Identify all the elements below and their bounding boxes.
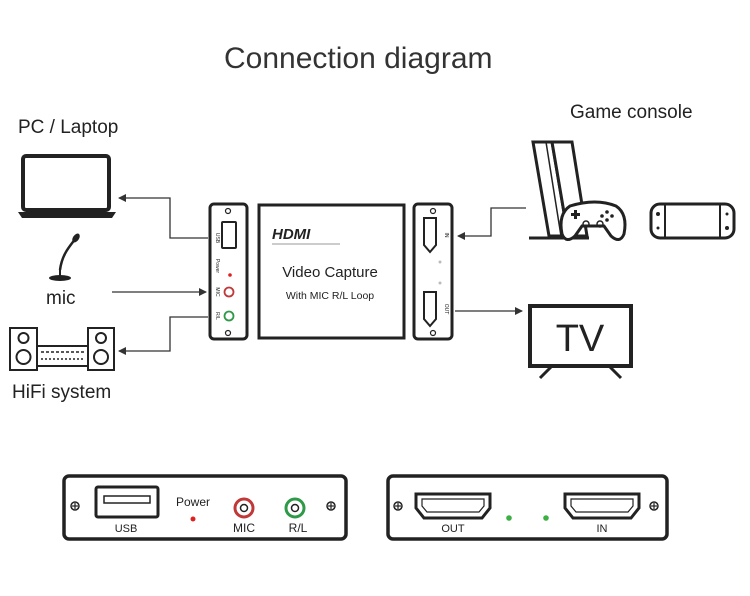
mic-label: mic [46,288,76,309]
power-led [190,516,196,522]
hdmi-logo: HDMI [272,226,311,243]
hdmi-in-port-closeup [563,492,641,520]
console-label: Game console [570,102,693,123]
laptop-icon [18,154,116,218]
svg-text:IN: IN [443,233,449,238]
power-closeup-label: Power [176,495,210,509]
hifi-system-icon [9,327,115,371]
in-closeup-label: IN [597,523,608,535]
mic-closeup-label: MIC [233,521,255,535]
tv-label: TV [556,318,605,360]
svg-text:MIC: MIC [214,287,220,297]
tv-icon: TV [528,304,633,380]
handheld-console-icon [649,202,736,240]
usb-closeup-label: USB [115,523,138,535]
svg-text:OUT: OUT [443,304,449,315]
svg-text:USB: USB [214,233,220,244]
device-name: Video Capture [282,264,378,281]
status-led-2 [543,515,549,521]
diagram-title: Connection diagram [224,42,493,75]
status-led-1 [506,515,512,521]
device-subtitle: With MIC R/L Loop [286,290,374,302]
capture-device-box: HDMI Video Capture With MIC R/L Loop [257,203,406,340]
left-panel-closeup: USB Power MIC R/L [62,474,348,541]
out-closeup-label: OUT [441,523,465,535]
right-panel-closeup: OUT IN [386,474,669,541]
gamepad-icon [559,200,627,241]
usb-to-pc-arrow [118,194,208,239]
svg-text:R/L: R/L [214,312,220,320]
rl-to-hifi-arrow [118,316,208,355]
console-to-device-arrow [457,207,526,240]
svg-text:Power: Power [214,259,220,274]
rl-closeup-label: R/L [289,521,308,535]
pc-label: PC / Laptop [18,117,119,138]
microphone-icon [49,233,80,281]
hdmi-out-port-closeup [414,492,492,520]
hifi-label: HiFi system [12,382,112,403]
device-right-panel: IN OUT [412,202,454,341]
device-left-panel: USB Power MIC R/L [208,202,249,341]
